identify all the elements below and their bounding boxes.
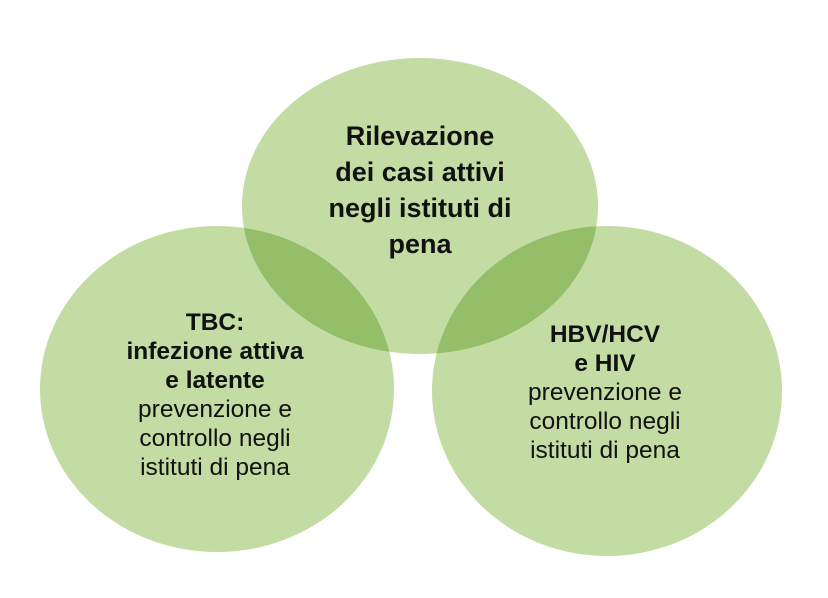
circle-tbc bbox=[40, 226, 394, 552]
label-tbc: TBC: infezione attiva e latente prevenzi… bbox=[80, 308, 350, 482]
label-line: pena bbox=[388, 229, 452, 259]
label-line: prevenzione e bbox=[138, 396, 292, 423]
label-line: negli istituti di bbox=[328, 193, 512, 223]
label-line: controllo negli bbox=[139, 425, 291, 452]
label-hbv-hcv-hiv: HBV/HCV e HIV prevenzione e controllo ne… bbox=[470, 320, 740, 465]
label-detection: Rilevazione dei casi attivi negli istitu… bbox=[270, 118, 570, 262]
label-line: prevenzione e bbox=[528, 379, 682, 406]
label-line: infezione attiva bbox=[126, 338, 304, 365]
label-line: e HIV bbox=[574, 350, 636, 377]
label-line: Rilevazione bbox=[345, 121, 495, 151]
label-line: e latente bbox=[165, 367, 265, 394]
label-line: istituti di pena bbox=[530, 437, 680, 464]
label-line: HBV/HCV bbox=[549, 321, 661, 348]
circle-hbv-hcv-hiv bbox=[432, 226, 782, 556]
label-line: istituti di pena bbox=[140, 454, 290, 481]
label-line: dei casi attivi bbox=[335, 157, 505, 187]
label-line: TBC: bbox=[185, 309, 245, 336]
label-line: controllo negli bbox=[529, 408, 681, 435]
